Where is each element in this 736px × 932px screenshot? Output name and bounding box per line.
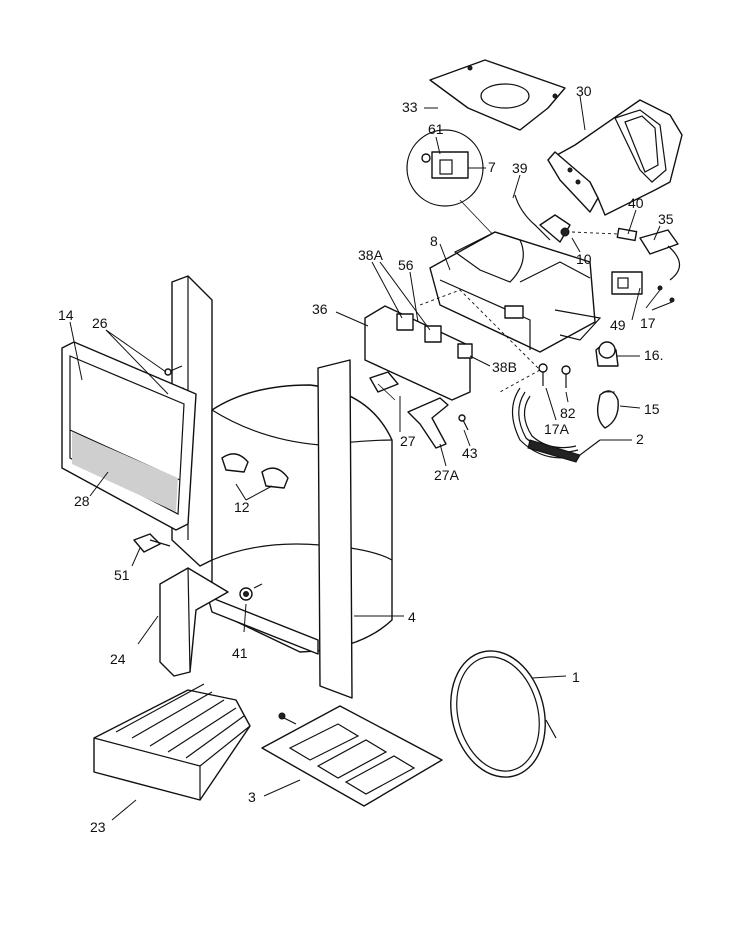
- callout-56: 56: [398, 257, 414, 273]
- callout-41: 41: [232, 645, 248, 661]
- part-39-rod: [514, 194, 681, 281]
- callout-17A: 17A: [544, 421, 570, 437]
- callout-51: 51: [114, 567, 130, 583]
- part-23-tray: [93, 683, 251, 801]
- part-28-panel-shading: [72, 432, 178, 512]
- part-3-heater: [261, 705, 443, 807]
- callout-33: 33: [402, 99, 418, 115]
- callout-labels: 33 30 61 7 39 40 35 10 8 38A 56 36 38B 4…: [58, 83, 674, 835]
- part-16-socket: [595, 341, 619, 367]
- part-30-chute: [547, 99, 683, 216]
- callout-26: 26: [92, 315, 108, 331]
- callout-27: 27: [400, 433, 416, 449]
- callout-14: 14: [58, 307, 74, 323]
- callout-15: 15: [644, 401, 660, 417]
- part-15-bulb: [596, 390, 619, 429]
- callout-82: 82: [560, 405, 576, 421]
- callout-10: 10: [576, 251, 592, 267]
- part-27-bracket: [369, 371, 399, 401]
- inset-detail-circle: [406, 129, 501, 243]
- callout-30: 30: [576, 83, 592, 99]
- callout-28: 28: [74, 493, 90, 509]
- callout-17: 17: [640, 315, 656, 331]
- part-82-screw: [561, 365, 571, 388]
- callout-1: 1: [572, 669, 580, 685]
- callout-8: 8: [430, 233, 438, 249]
- part-33-plate: [429, 59, 566, 131]
- callout-38B: 38B: [492, 359, 517, 375]
- callout-24: 24: [110, 651, 126, 667]
- callout-16: 16.: [644, 347, 663, 363]
- callout-4: 4: [408, 609, 416, 625]
- part-27a-lever: [407, 397, 449, 449]
- callout-2: 2: [636, 431, 644, 447]
- part-8-control-box: [429, 231, 602, 353]
- part-51-clip: [133, 533, 171, 553]
- callout-40: 40: [628, 195, 644, 211]
- callout-39: 39: [512, 160, 528, 176]
- callout-61: 61: [428, 121, 444, 137]
- callout-43: 43: [462, 445, 478, 461]
- part-12-clamps: [221, 453, 289, 489]
- callout-49: 49: [610, 317, 626, 333]
- leader-lines: [69, 95, 673, 821]
- callout-12: 12: [234, 499, 250, 515]
- part-41-fitting: [239, 583, 263, 601]
- callout-36: 36: [312, 301, 328, 317]
- callout-23: 23: [90, 819, 106, 835]
- part-43-screw: [458, 414, 469, 431]
- callout-38A: 38A: [358, 247, 384, 263]
- part-24-chute: [159, 567, 229, 677]
- callout-27A: 27A: [434, 467, 460, 483]
- part-1-gasket: [450, 650, 557, 778]
- callout-35: 35: [658, 211, 674, 227]
- part-49-module: [611, 271, 675, 303]
- part-2-wire-harness: [511, 387, 601, 463]
- callout-3: 3: [248, 789, 256, 805]
- part-17a-screw: [538, 363, 548, 386]
- part-36-bracket: [364, 289, 541, 401]
- callout-7: 7: [488, 159, 496, 175]
